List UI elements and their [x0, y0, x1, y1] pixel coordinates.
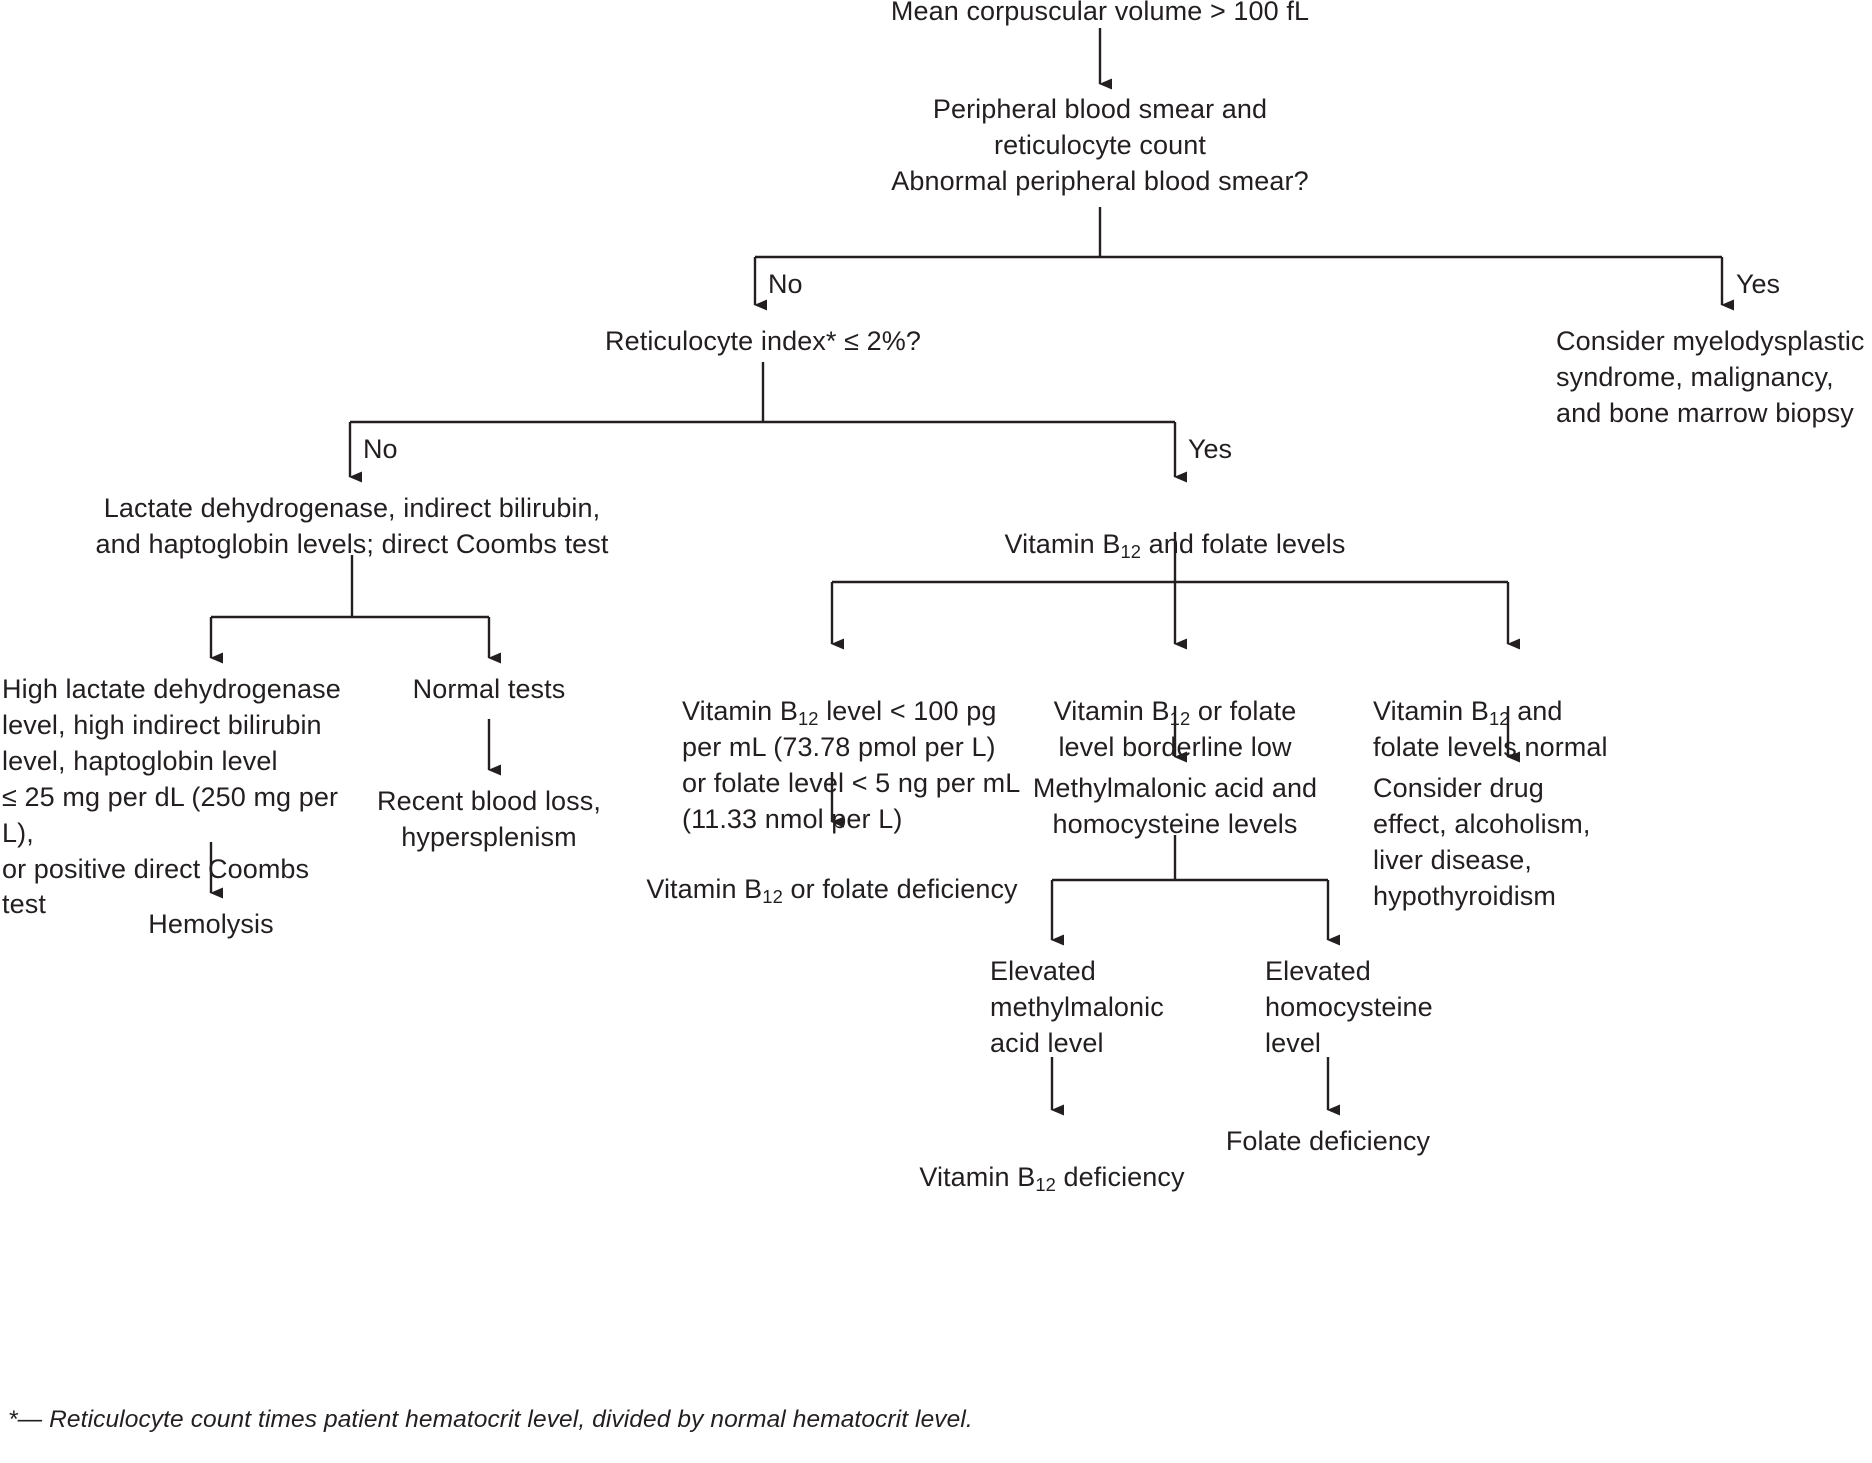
node-b12-folate-deficiency: Vitamin B12 or folate deficiency: [612, 836, 1052, 908]
node-b12-deficiency-final-text: Vitamin B12 deficiency: [919, 1161, 1185, 1196]
node-high-ldh: High lactate dehydrogenase level, high i…: [2, 674, 341, 920]
node-elevated-mma: Elevated methylmalonic acid level: [990, 956, 1164, 1058]
edge-label-retic-yes: Yes: [1188, 434, 1233, 464]
edge-label-retic-no: No: [363, 434, 398, 464]
edge-label-smear-yes: Yes: [1736, 269, 1781, 299]
node-b12-folate-levels-text: Vitamin B12 and folate levels: [1004, 528, 1346, 563]
node-mcv: Mean corpuscular volume > 100 fL: [890, 0, 1310, 26]
node-myelodysplastic: Consider myelodysplastic syndrome, malig…: [1556, 326, 1865, 428]
node-peripheral-smear: Peripheral blood smear and reticulocyte …: [891, 94, 1309, 196]
edge-label-smear-no: No: [768, 269, 803, 299]
node-mma-homocysteine: Methylmalonic acid and homocysteine leve…: [1032, 773, 1318, 839]
node-folate-deficiency-final: Folate deficiency: [1225, 1126, 1431, 1156]
node-consider-drug: Consider drug effect, alcoholism, liver …: [1373, 773, 1591, 911]
node-b12-folate-levels: Vitamin B12 and folate levels: [925, 491, 1425, 563]
node-reticulocyte-index: Reticulocyte index* ≤ 2%?: [605, 326, 921, 356]
node-b12-deficiency-final: Vitamin B12 deficiency: [882, 1124, 1222, 1196]
node-recent-blood-loss: Recent blood loss, hypersplenism: [377, 786, 601, 852]
footnote: *— Reticulocyte count times patient hema…: [8, 1406, 973, 1433]
node-normal-tests: Normal tests: [412, 674, 566, 704]
node-b12-folate-deficiency-text: Vitamin B12 or folate deficiency: [646, 873, 1018, 908]
node-hemolysis: Hemolysis: [148, 909, 274, 939]
node-ldh-panel: Lactate dehydrogenase, indirect bilirubi…: [95, 493, 609, 559]
node-elevated-homocysteine: Elevated homocysteine level: [1265, 956, 1433, 1058]
